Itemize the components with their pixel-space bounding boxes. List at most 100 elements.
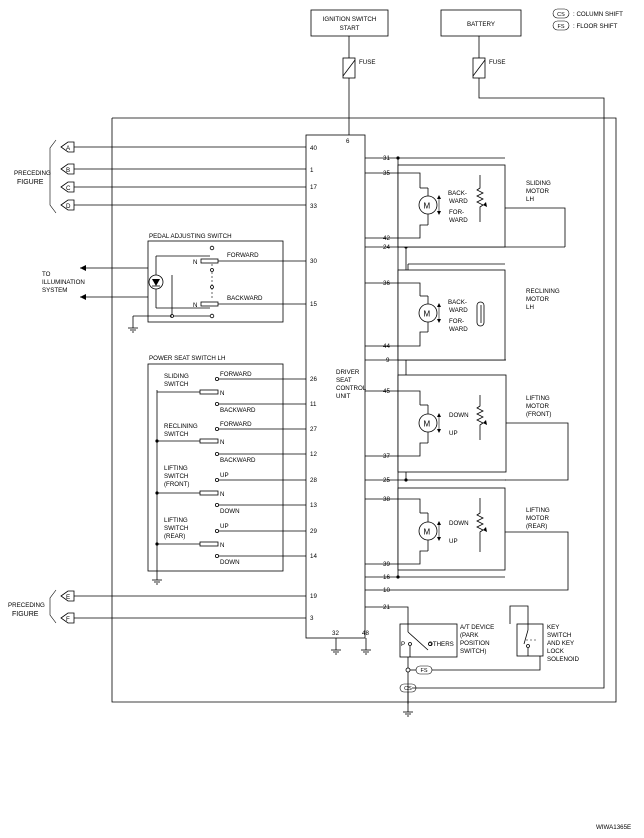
preceding-1-label-2: FIGURE <box>17 179 44 186</box>
lift-front-label-3: (FRONT) <box>164 481 189 488</box>
key-switch-label-5: SOLENOID <box>547 656 580 663</box>
lifting-rear-switch: LIFTING SWITCH (REAR) UP N DOWN <box>155 517 306 566</box>
preceding-1-label-1: PRECEDING <box>14 170 51 177</box>
pin-25: 25 <box>383 477 390 484</box>
unit-left-pins: 40 1 17 33 30 15 26 11 27 12 28 13 29 14… <box>310 145 317 622</box>
at-device-label-2: (PARK <box>460 632 479 639</box>
pin-16: 16 <box>383 574 390 581</box>
reclining-motor-b1: FOR- <box>449 318 464 325</box>
lift-front-motor-a1: DOWN <box>449 412 469 419</box>
lift-rear-motor-label-3: (REAR) <box>526 523 547 530</box>
legend-cs-tag: CS <box>557 12 565 18</box>
key-switch-label-1: KEY <box>547 624 559 631</box>
pin-3: 3 <box>310 615 314 622</box>
sliding-motor-b2: WARD <box>449 217 468 224</box>
lift-rear-motor-label-1: LIFTING <box>526 507 550 514</box>
at-device-park-position-switch: P OTHERS A/T DEVICE (PARK POSITION SWITC… <box>365 606 541 717</box>
unit-pin-6: 6 <box>346 138 350 145</box>
pin-26: 26 <box>310 376 317 383</box>
unit-label-1: DRIVER <box>336 369 360 376</box>
reclining-motor-label-3: LH <box>526 304 534 311</box>
lift-rear-label-3: (REAR) <box>164 533 185 540</box>
connector-f-label: F <box>66 616 70 623</box>
key-switch-label-3: AND KEY <box>547 640 574 647</box>
unit-right-pins: 31 35 42 24 36 44 9 45 37 25 38 39 16 10… <box>383 155 390 611</box>
ignition-switch-box <box>310 9 389 37</box>
lift-rear-motor-label-2: MOTOR <box>526 515 549 522</box>
pin-35: 35 <box>383 170 390 177</box>
lift-rear-motor-m: M <box>424 528 431 537</box>
reclining-motor-label-2: MOTOR <box>526 296 549 303</box>
pin-42: 42 <box>383 235 390 242</box>
pedal-switch-backward-icon <box>200 301 219 307</box>
connector-b-label: B <box>66 167 70 174</box>
lift-front-n-label: N <box>220 491 224 498</box>
pin-37: 37 <box>383 453 390 460</box>
lift-rear-n-label: N <box>220 542 224 549</box>
pedal-switch-forward-icon <box>200 258 219 264</box>
reclining-motor-lh: M BACK- WARD FOR- WARD RECLINING MOTOR L… <box>365 269 560 361</box>
pin-10: 10 <box>383 587 390 594</box>
reclining-backward-label: BACKWARD <box>220 457 256 464</box>
harness-frame <box>111 117 617 703</box>
sliding-motor-label-1: SLIDING <box>526 180 551 187</box>
sliding-forward-label: FORWARD <box>220 371 252 378</box>
lift-front-up-label: UP <box>220 472 229 479</box>
reclining-switch: RECLINING SWITCH FORWARD N BACKWARD <box>155 421 306 464</box>
connector-c-label: C <box>66 185 71 192</box>
lift-front-motor-label-1: LIFTING <box>526 395 550 402</box>
sliding-switch-icon <box>199 389 219 395</box>
connector-a: A <box>60 141 306 153</box>
pedal-title: PEDAL ADJUSTING SWITCH <box>149 233 232 240</box>
legend-fs-text: : FLOOR SHIFT <box>573 23 618 30</box>
at-device-label-1: A/T DEVICE <box>460 624 494 631</box>
pedal-adjusting-switch <box>147 240 284 323</box>
preceding-2-label-1: PRECEDING <box>8 602 45 609</box>
sliding-switch-label-2: SWITCH <box>164 381 188 388</box>
lift-rear-motor-b1: UP <box>449 538 458 545</box>
lift-front-label-2: SWITCH <box>164 473 188 480</box>
sliding-motor-label-3: LH <box>526 196 534 203</box>
connector-c: C <box>60 181 306 193</box>
key-switch-label-2: SWITCH <box>547 632 571 639</box>
legend-cs-text: : COLUMN SHIFT <box>573 11 623 18</box>
battery-box <box>440 9 522 37</box>
reclining-motor-label-1: RECLINING <box>526 288 560 295</box>
sliding-switch-label-1: SLIDING <box>164 373 189 380</box>
pin-31: 31 <box>383 155 390 162</box>
sliding-motor-lh: M BACK- WARD FOR- WARD SLIDING MOTOR LH <box>365 164 551 248</box>
connector-e-label: E <box>66 594 70 601</box>
sliding-motor-b1: FOR- <box>449 209 464 216</box>
at-device-others-label: OTHERS <box>428 641 454 648</box>
connector-f: F <box>60 612 306 624</box>
lift-rear-label-2: SWITCH <box>164 525 188 532</box>
connector-b: B <box>60 163 306 175</box>
pedal-forward-label: FORWARD <box>227 252 259 259</box>
lift-rear-switch-icon <box>199 541 219 547</box>
lifting-motor-rear: M DOWN UP LIFTING MOTOR (REAR) <box>365 487 550 571</box>
reclining-switch-label-1: RECLINING <box>164 423 198 430</box>
sliding-motor-a1: BACK- <box>448 190 467 197</box>
sliding-motor-label-2: MOTOR <box>526 188 549 195</box>
key-switch-label-4: LOCK <box>547 648 565 655</box>
reclining-sensor-icon <box>476 301 485 327</box>
pin-11: 11 <box>310 401 317 408</box>
unit-label-3: CONTROL <box>336 385 367 392</box>
pin-9: 9 <box>386 357 390 364</box>
illum-label-3: SYSTEM <box>42 287 67 294</box>
sliding-backward-label: BACKWARD <box>220 407 256 414</box>
power-seat-switch-lh <box>147 363 284 572</box>
lift-front-motor-m: M <box>424 420 431 429</box>
reclining-switch-icon <box>199 438 219 444</box>
pin-13: 13 <box>310 502 317 509</box>
unit-pin-48: 48 <box>362 630 369 637</box>
lift-front-label-1: LIFTING <box>164 465 188 472</box>
pin-15: 15 <box>310 301 317 308</box>
unit-label-2: SEAT <box>336 377 352 384</box>
unit-label-4: UNIT <box>336 393 351 400</box>
pin-21: 21 <box>383 604 390 611</box>
pin-33: 33 <box>310 203 317 210</box>
pin-39: 39 <box>383 561 390 568</box>
legend: CS : COLUMN SHIFT FS : FLOOR SHIFT <box>552 8 623 31</box>
